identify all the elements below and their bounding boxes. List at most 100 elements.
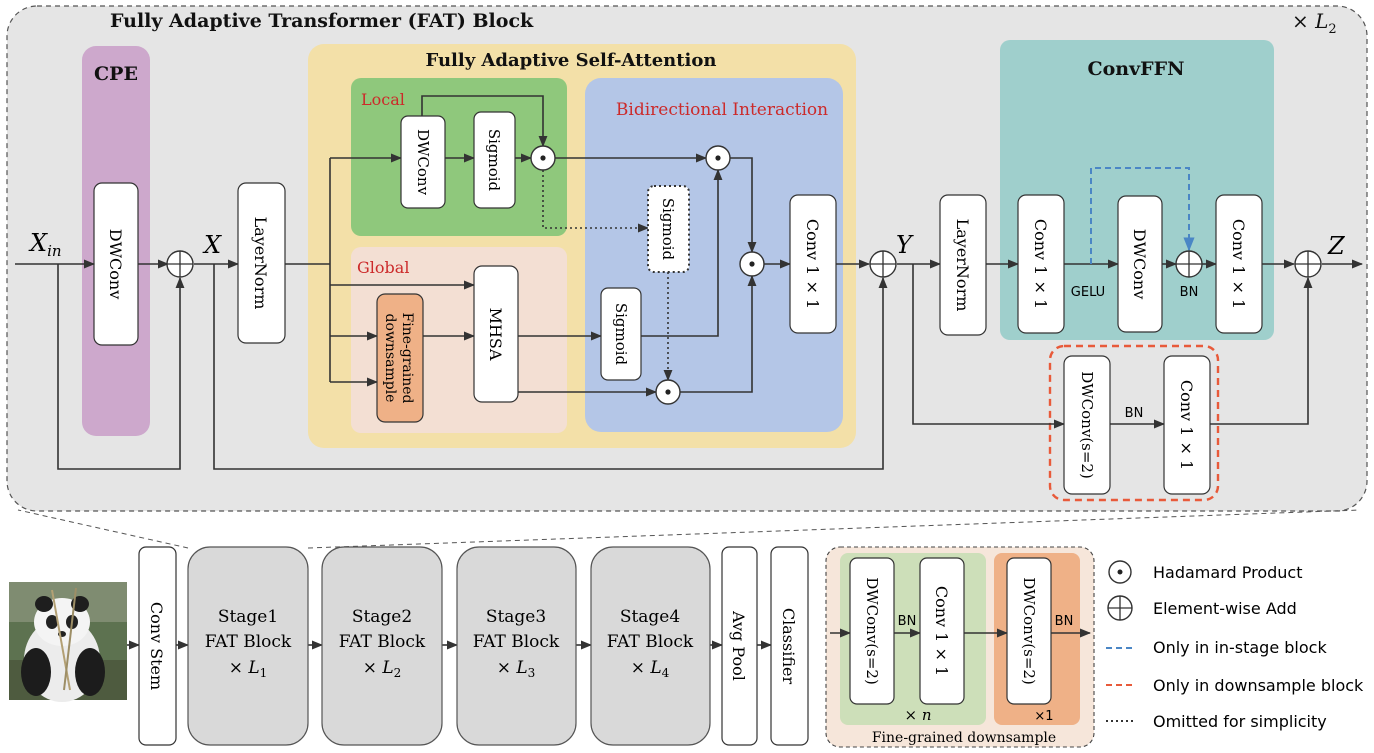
- stage-4-repeat: × L4: [631, 658, 670, 680]
- stage-2-block: FAT Block: [339, 632, 426, 652]
- connection-lines: [15, 95, 1364, 470]
- cpe-title: CPE: [94, 63, 138, 85]
- cpe-dwconv-label: DWConv: [106, 229, 125, 300]
- zoom-line-left: [17, 509, 189, 549]
- classifier-box: [770, 546, 809, 746]
- convffn-region: [1000, 40, 1274, 340]
- fat-block-title: Fully Adaptive Transformer (FAT) Block: [110, 10, 534, 32]
- add-operator-convffn-bn: [1175, 250, 1203, 278]
- fasa-conv-box: [789, 194, 837, 334]
- fine-bn1-label: BN: [898, 614, 917, 629]
- bidir-sigmoid-label: Sigmoid: [612, 303, 630, 366]
- bidir-sigmoid-box: [600, 287, 642, 381]
- add-operator-cpe: [166, 250, 194, 278]
- panda-input-image: [9, 582, 127, 702]
- fine-grained-downsample-label: Fine-graineddownsample: [382, 313, 415, 404]
- convffn-title: ConvFFN: [1088, 58, 1185, 80]
- fine-repeat-one: ×1: [1034, 709, 1053, 724]
- legend-add-icon: [1107, 595, 1133, 621]
- convffn-dwconv-box: [1117, 195, 1163, 333]
- legend-downsample-label: Only in downsample block: [1153, 676, 1364, 695]
- layernorm1-box: [237, 182, 286, 344]
- fasa-conv-label: Conv 1 × 1: [803, 219, 822, 309]
- legend-instage-label: Only in in-stage block: [1153, 638, 1327, 657]
- legend-hadamard-icon: [1108, 560, 1132, 584]
- fine-repeat-n: × n: [904, 706, 931, 724]
- signal-xin: Xin: [28, 229, 62, 260]
- fine-conv-label: Conv 1 × 1: [932, 586, 951, 676]
- fine-dwconv2-box: [1006, 557, 1052, 705]
- fine-conv-box: [919, 557, 965, 705]
- stage-3-name: Stage3: [486, 607, 546, 627]
- convffn-conv2-box: [1215, 194, 1263, 334]
- stage-2: Stage2 FAT Block × L2: [321, 546, 443, 746]
- mhsa-box: [473, 265, 519, 403]
- fine-grained-downsample-box: [376, 293, 424, 423]
- conv-stem-box: [138, 546, 177, 746]
- fine-dwconv2-label: DWConv(s=2): [1020, 577, 1038, 685]
- convffn-conv1-label: Conv 1 × 1: [1031, 219, 1050, 309]
- gelu-label: GELU: [1071, 285, 1105, 300]
- local-sigmoid-box: [473, 111, 516, 209]
- local-dwconv-box: [400, 115, 446, 209]
- bidirectional-region: [585, 78, 843, 432]
- signal-x: X: [202, 231, 222, 259]
- downsample-branch-region: [1048, 344, 1220, 502]
- convffn-conv2-label: Conv 1 × 1: [1229, 219, 1248, 309]
- classifier-label: Classifier: [779, 608, 798, 685]
- hadamard-operator-merge: [739, 251, 765, 277]
- convffn-dwconv-label: DWConv: [1130, 229, 1149, 300]
- layernorm2-label: LayerNorm: [953, 219, 972, 312]
- avg-pool-label: Avg Pool: [729, 610, 748, 681]
- branch-conv-box: [1163, 355, 1211, 495]
- fasa-title: Fully Adaptive Self-Attention: [425, 50, 716, 71]
- stage-4: Stage4 FAT Block × L4: [590, 546, 711, 746]
- fat-block-repeat: × L2: [1292, 9, 1337, 37]
- bidirectional-label: Bidirectional Interaction: [616, 100, 828, 120]
- stage-3-block: FAT Block: [473, 632, 560, 652]
- branch-bn-label: BN: [1125, 406, 1144, 421]
- fine-grained-caption: Fine-grained downsample: [872, 730, 1056, 746]
- stage-2-name: Stage2: [352, 607, 412, 627]
- legend-omitted-label: Omitted for simplicity: [1153, 712, 1327, 731]
- legend-add-label: Element-wise Add: [1153, 599, 1297, 618]
- convffn-bn-label: BN: [1180, 285, 1199, 300]
- add-operator-output: [1294, 250, 1322, 278]
- branch-dwconv-box: [1063, 355, 1111, 495]
- layernorm2-box: [939, 194, 987, 336]
- global-label: Global: [357, 258, 409, 277]
- stage-1-block: FAT Block: [205, 632, 292, 652]
- fine-dwconv1-box: [849, 557, 895, 705]
- stage-1-name: Stage1: [218, 607, 278, 627]
- dotted-sigmoid-label: Sigmoid: [659, 198, 677, 261]
- local-dwconv-label: DWConv: [414, 129, 432, 196]
- branch-conv-label: Conv 1 × 1: [1177, 380, 1196, 470]
- local-label: Local: [361, 90, 405, 109]
- stage-4-block: FAT Block: [607, 632, 694, 652]
- add-operator-attention: [869, 250, 897, 278]
- stage-3: Stage3 FAT Block × L3: [456, 546, 577, 746]
- avg-pool-box: [721, 546, 758, 746]
- zoom-line-right: [307, 509, 1361, 549]
- fine-bn2-label: BN: [1055, 614, 1074, 629]
- convffn-conv1-box: [1017, 194, 1065, 334]
- stage-2-repeat: × L2: [363, 658, 402, 680]
- stage-3-repeat: × L3: [497, 658, 536, 680]
- hadamard-operator-lower: [655, 379, 681, 405]
- mhsa-label: MHSA: [486, 308, 505, 361]
- stage-1: Stage1 FAT Block × L1: [187, 546, 309, 746]
- hadamard-operator-upper: [705, 145, 731, 171]
- dotted-sigmoid-box: [647, 185, 690, 273]
- stage-1-repeat: × L1: [229, 658, 268, 680]
- legend-hadamard-label: Hadamard Product: [1153, 563, 1302, 582]
- signal-z: Z: [1327, 232, 1346, 260]
- signal-y: Y: [896, 231, 914, 259]
- legend: Hadamard Product Element-wise Add Only i…: [1106, 560, 1364, 731]
- local-sigmoid-label: Sigmoid: [485, 129, 503, 192]
- layernorm1-label: LayerNorm: [251, 217, 270, 310]
- hadamard-operator-local: [530, 145, 556, 171]
- branch-dwconv-label: DWConv(s=2): [1078, 371, 1096, 479]
- stage-4-name: Stage4: [620, 607, 680, 627]
- conv-stem-label: Conv Stem: [147, 602, 166, 690]
